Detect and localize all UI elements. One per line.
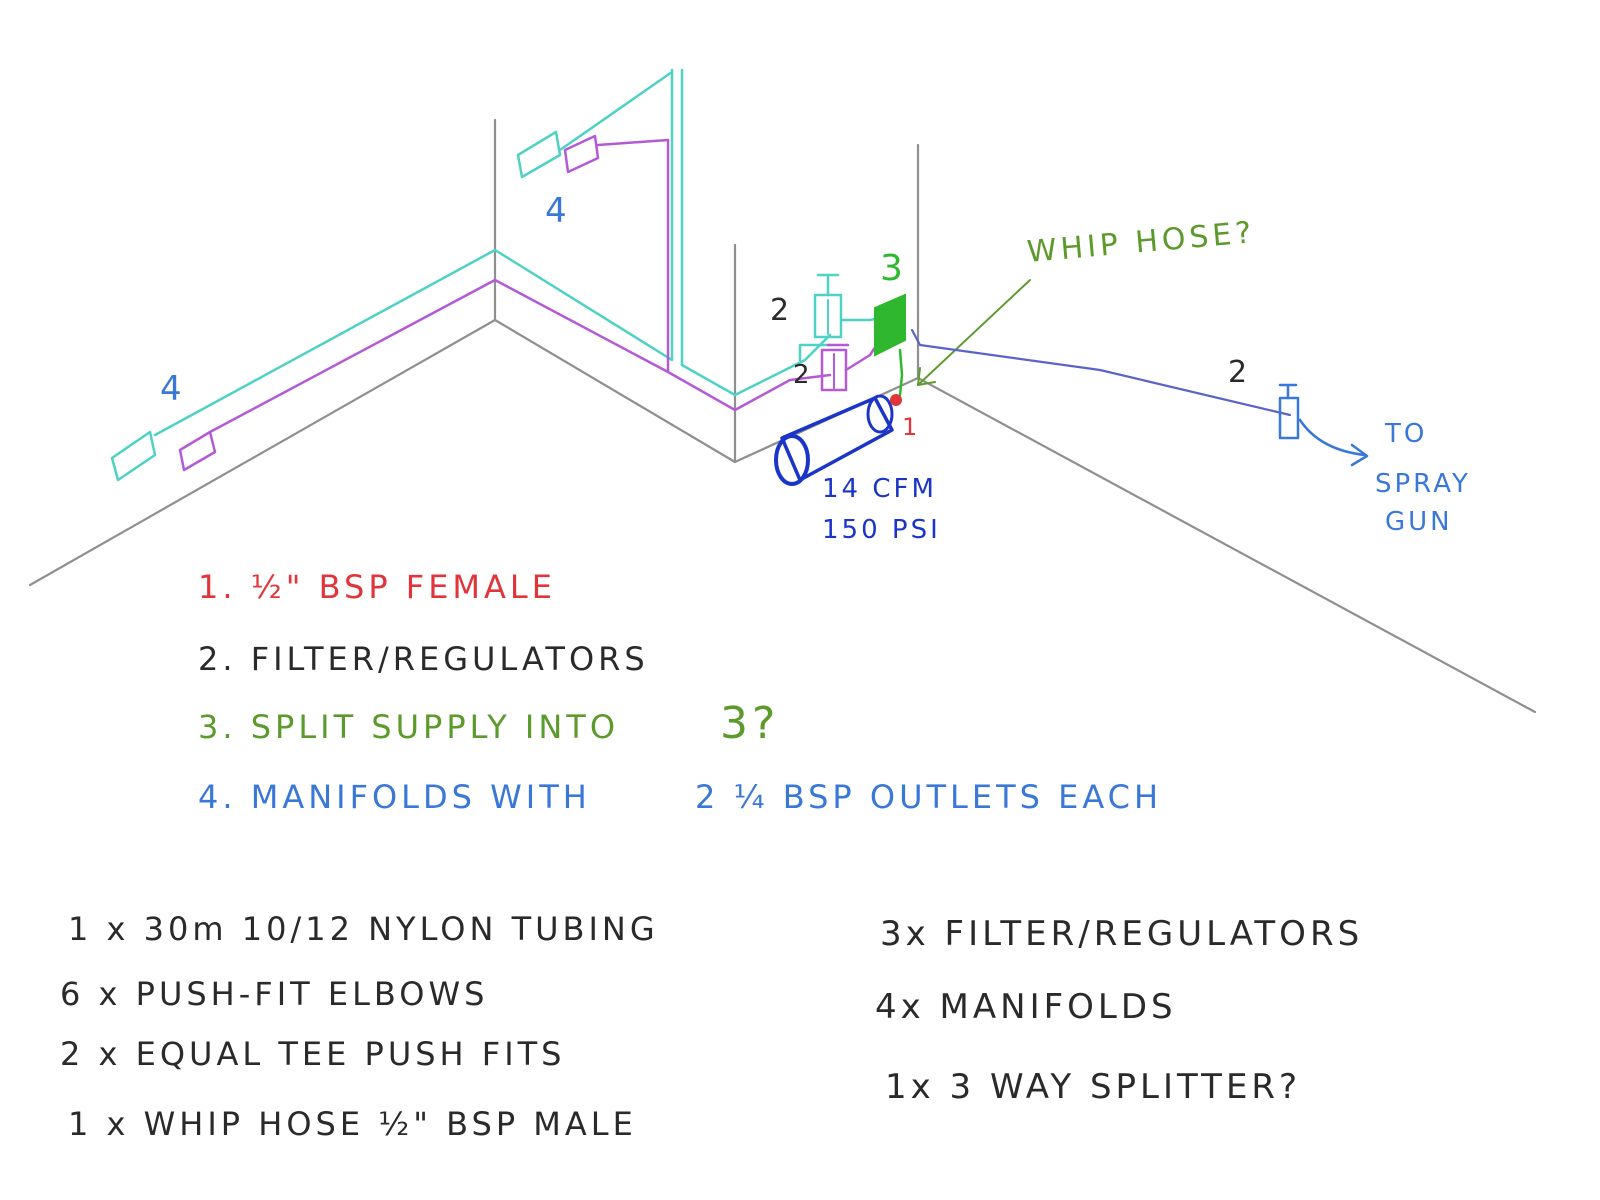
label-compressor-psi: 150 PSI bbox=[822, 515, 941, 545]
cyan-air-line bbox=[110, 68, 832, 482]
key-item-4a: 4. MANIFOLDS WITH bbox=[198, 778, 591, 816]
manifold-top-purple bbox=[563, 134, 600, 174]
regulator-upper bbox=[813, 273, 843, 339]
label-regulator-upper: 2 bbox=[770, 293, 792, 328]
manifold-left-purple bbox=[178, 430, 217, 472]
parts-right-item: 3x FILTER/REGULATORS bbox=[880, 914, 1363, 954]
parts-right-item: 4x MANIFOLDS bbox=[875, 987, 1177, 1027]
compressor bbox=[774, 394, 902, 486]
label-manifold-top: 4 bbox=[545, 191, 570, 231]
label-whip-hose: WHIP HOSE? bbox=[1026, 215, 1257, 270]
to-gun-arrow bbox=[1298, 418, 1367, 457]
parts-left-item: 1 x WHIP HOSE ½" BSP MALE bbox=[68, 1105, 637, 1143]
key-item-1: 1. ½" BSP FEMALE bbox=[198, 568, 556, 606]
label-to-spray-2: SPRAY bbox=[1375, 469, 1471, 499]
parts-left-item: 1 x 30m 10/12 NYLON TUBING bbox=[68, 910, 659, 948]
regulator-lower bbox=[820, 316, 882, 392]
label-regulator-right: 2 bbox=[1228, 355, 1250, 390]
outlet-port-red bbox=[890, 394, 902, 406]
label-manifold-left: 4 bbox=[160, 369, 185, 409]
room-walls bbox=[28, 118, 1537, 714]
whip-hose-pointer bbox=[917, 279, 1031, 386]
parts-right-item: 1x 3 WAY SPLITTER? bbox=[885, 1067, 1301, 1107]
label-splitter: 3 bbox=[880, 248, 906, 289]
manifold-left-cyan bbox=[110, 430, 157, 482]
label-outlet: 1 bbox=[902, 413, 920, 441]
label-compressor-cfm: 14 CFM bbox=[822, 474, 937, 504]
regulator-right bbox=[1278, 396, 1300, 440]
purple-air-line bbox=[178, 134, 832, 472]
legend-key: 1. ½" BSP FEMALE 2. FILTER/REGULATORS 3.… bbox=[198, 568, 1162, 816]
label-to-spray-1: TO bbox=[1384, 419, 1427, 449]
label-regulator-lower: 2 bbox=[793, 360, 813, 390]
parts-left-item: 2 x EQUAL TEE PUSH FITS bbox=[60, 1035, 565, 1073]
manifold-top-cyan bbox=[516, 130, 562, 179]
splitter-block bbox=[874, 293, 906, 397]
parts-left-item: 6 x PUSH-FIT ELBOWS bbox=[60, 975, 488, 1013]
key-item-4b: 2 ¼ BSP OUTLETS EACH bbox=[695, 778, 1162, 816]
spray-gun-hose bbox=[910, 328, 1369, 467]
key-item-3: 3. SPLIT SUPPLY INTO bbox=[198, 708, 619, 746]
key-item-2: 2. FILTER/REGULATORS bbox=[198, 640, 649, 678]
key-item-3-number: 3? bbox=[720, 698, 779, 749]
parts-list-right: 3x FILTER/REGULATORS 4x MANIFOLDS 1x 3 W… bbox=[875, 914, 1363, 1107]
parts-list-left: 1 x 30m 10/12 NYLON TUBING 6 x PUSH-FIT … bbox=[60, 910, 659, 1143]
label-to-spray-3: GUN bbox=[1385, 507, 1453, 537]
